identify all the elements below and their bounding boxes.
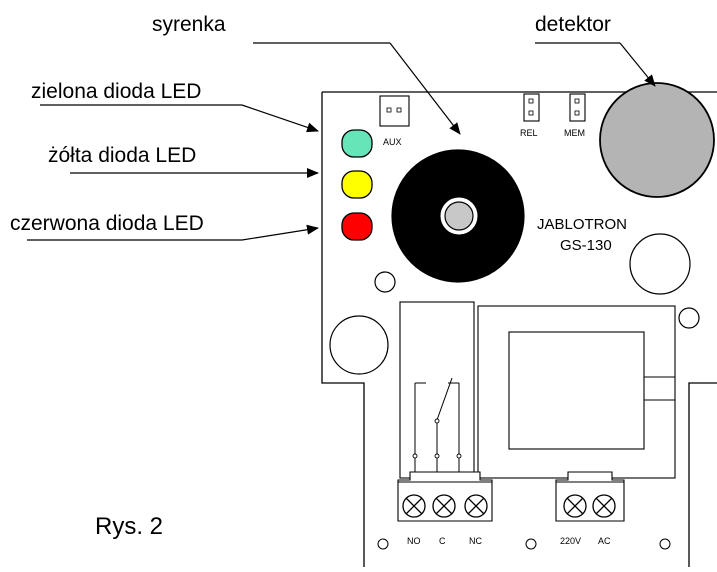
terminal-label-no: NO bbox=[407, 536, 421, 546]
led-yellow bbox=[341, 170, 373, 199]
rel-pin-bottom bbox=[528, 110, 534, 116]
mem-label: MEM bbox=[564, 128, 585, 138]
relay-contacts bbox=[414, 377, 460, 456]
transformer-core bbox=[508, 331, 645, 450]
figure-caption: Rys. 2 bbox=[95, 513, 163, 540]
mem-jumper bbox=[569, 93, 586, 122]
mount-hole-large-left bbox=[329, 315, 389, 375]
mem-pin-bottom bbox=[574, 110, 580, 116]
label-syrenka: syrenka bbox=[152, 13, 226, 36]
terminal-screw-no bbox=[402, 494, 426, 518]
label-green-led: zielona dioda LED bbox=[31, 80, 201, 103]
terminal-screw-c bbox=[432, 494, 456, 518]
terminal-label-ac: AC bbox=[598, 536, 611, 546]
callout-arrow-syrenka-diag bbox=[389, 42, 461, 135]
transformer-tab bbox=[644, 376, 675, 401]
callout-arrow-red-diag bbox=[241, 224, 319, 241]
relay-node-no bbox=[412, 453, 418, 459]
aux-connector bbox=[379, 95, 410, 127]
aux-pin-right bbox=[396, 107, 402, 113]
aux-pin-left bbox=[386, 107, 392, 113]
label-red-led: czerwona dioda LED bbox=[10, 212, 204, 235]
terminal-screw-nc bbox=[464, 494, 488, 518]
rel-jumper bbox=[523, 93, 540, 122]
mem-pin-top bbox=[574, 98, 580, 104]
callout-arrow-detektor-diag bbox=[619, 42, 656, 87]
brand-label: JABLOTRON bbox=[537, 216, 627, 233]
callout-arrow-green-diag bbox=[241, 104, 319, 133]
label-detektor: detektor bbox=[535, 13, 611, 36]
terminal-label-nc: NC bbox=[469, 536, 482, 546]
rel-label: REL bbox=[520, 128, 538, 138]
led-red bbox=[341, 212, 373, 241]
mount-hole-bottom-left bbox=[377, 538, 389, 550]
terminal-label-220v: 220V bbox=[560, 536, 581, 546]
model-label: GS-130 bbox=[560, 237, 612, 254]
relay-node-c bbox=[434, 418, 440, 424]
terminal-label-c: C bbox=[439, 536, 446, 546]
mount-hole-bottom-right bbox=[659, 538, 671, 550]
mount-hole-upper bbox=[374, 271, 396, 293]
mount-hole-right bbox=[678, 307, 700, 329]
siren-center bbox=[444, 201, 474, 231]
rel-pin-top bbox=[528, 98, 534, 104]
mount-hole-bottom-mid bbox=[525, 538, 537, 550]
terminal-screw-ac bbox=[592, 494, 616, 518]
led-green bbox=[341, 129, 373, 158]
label-yellow-led: żółta dioda LED bbox=[48, 144, 196, 167]
detector bbox=[599, 82, 715, 198]
terminal-block-power-outline bbox=[555, 471, 625, 522]
mount-hole-large-right bbox=[629, 233, 691, 295]
relay-node-cc bbox=[434, 453, 440, 459]
terminal-screw-220v bbox=[563, 494, 587, 518]
relay-node-nc bbox=[456, 453, 462, 459]
aux-label: AUX bbox=[383, 137, 402, 147]
